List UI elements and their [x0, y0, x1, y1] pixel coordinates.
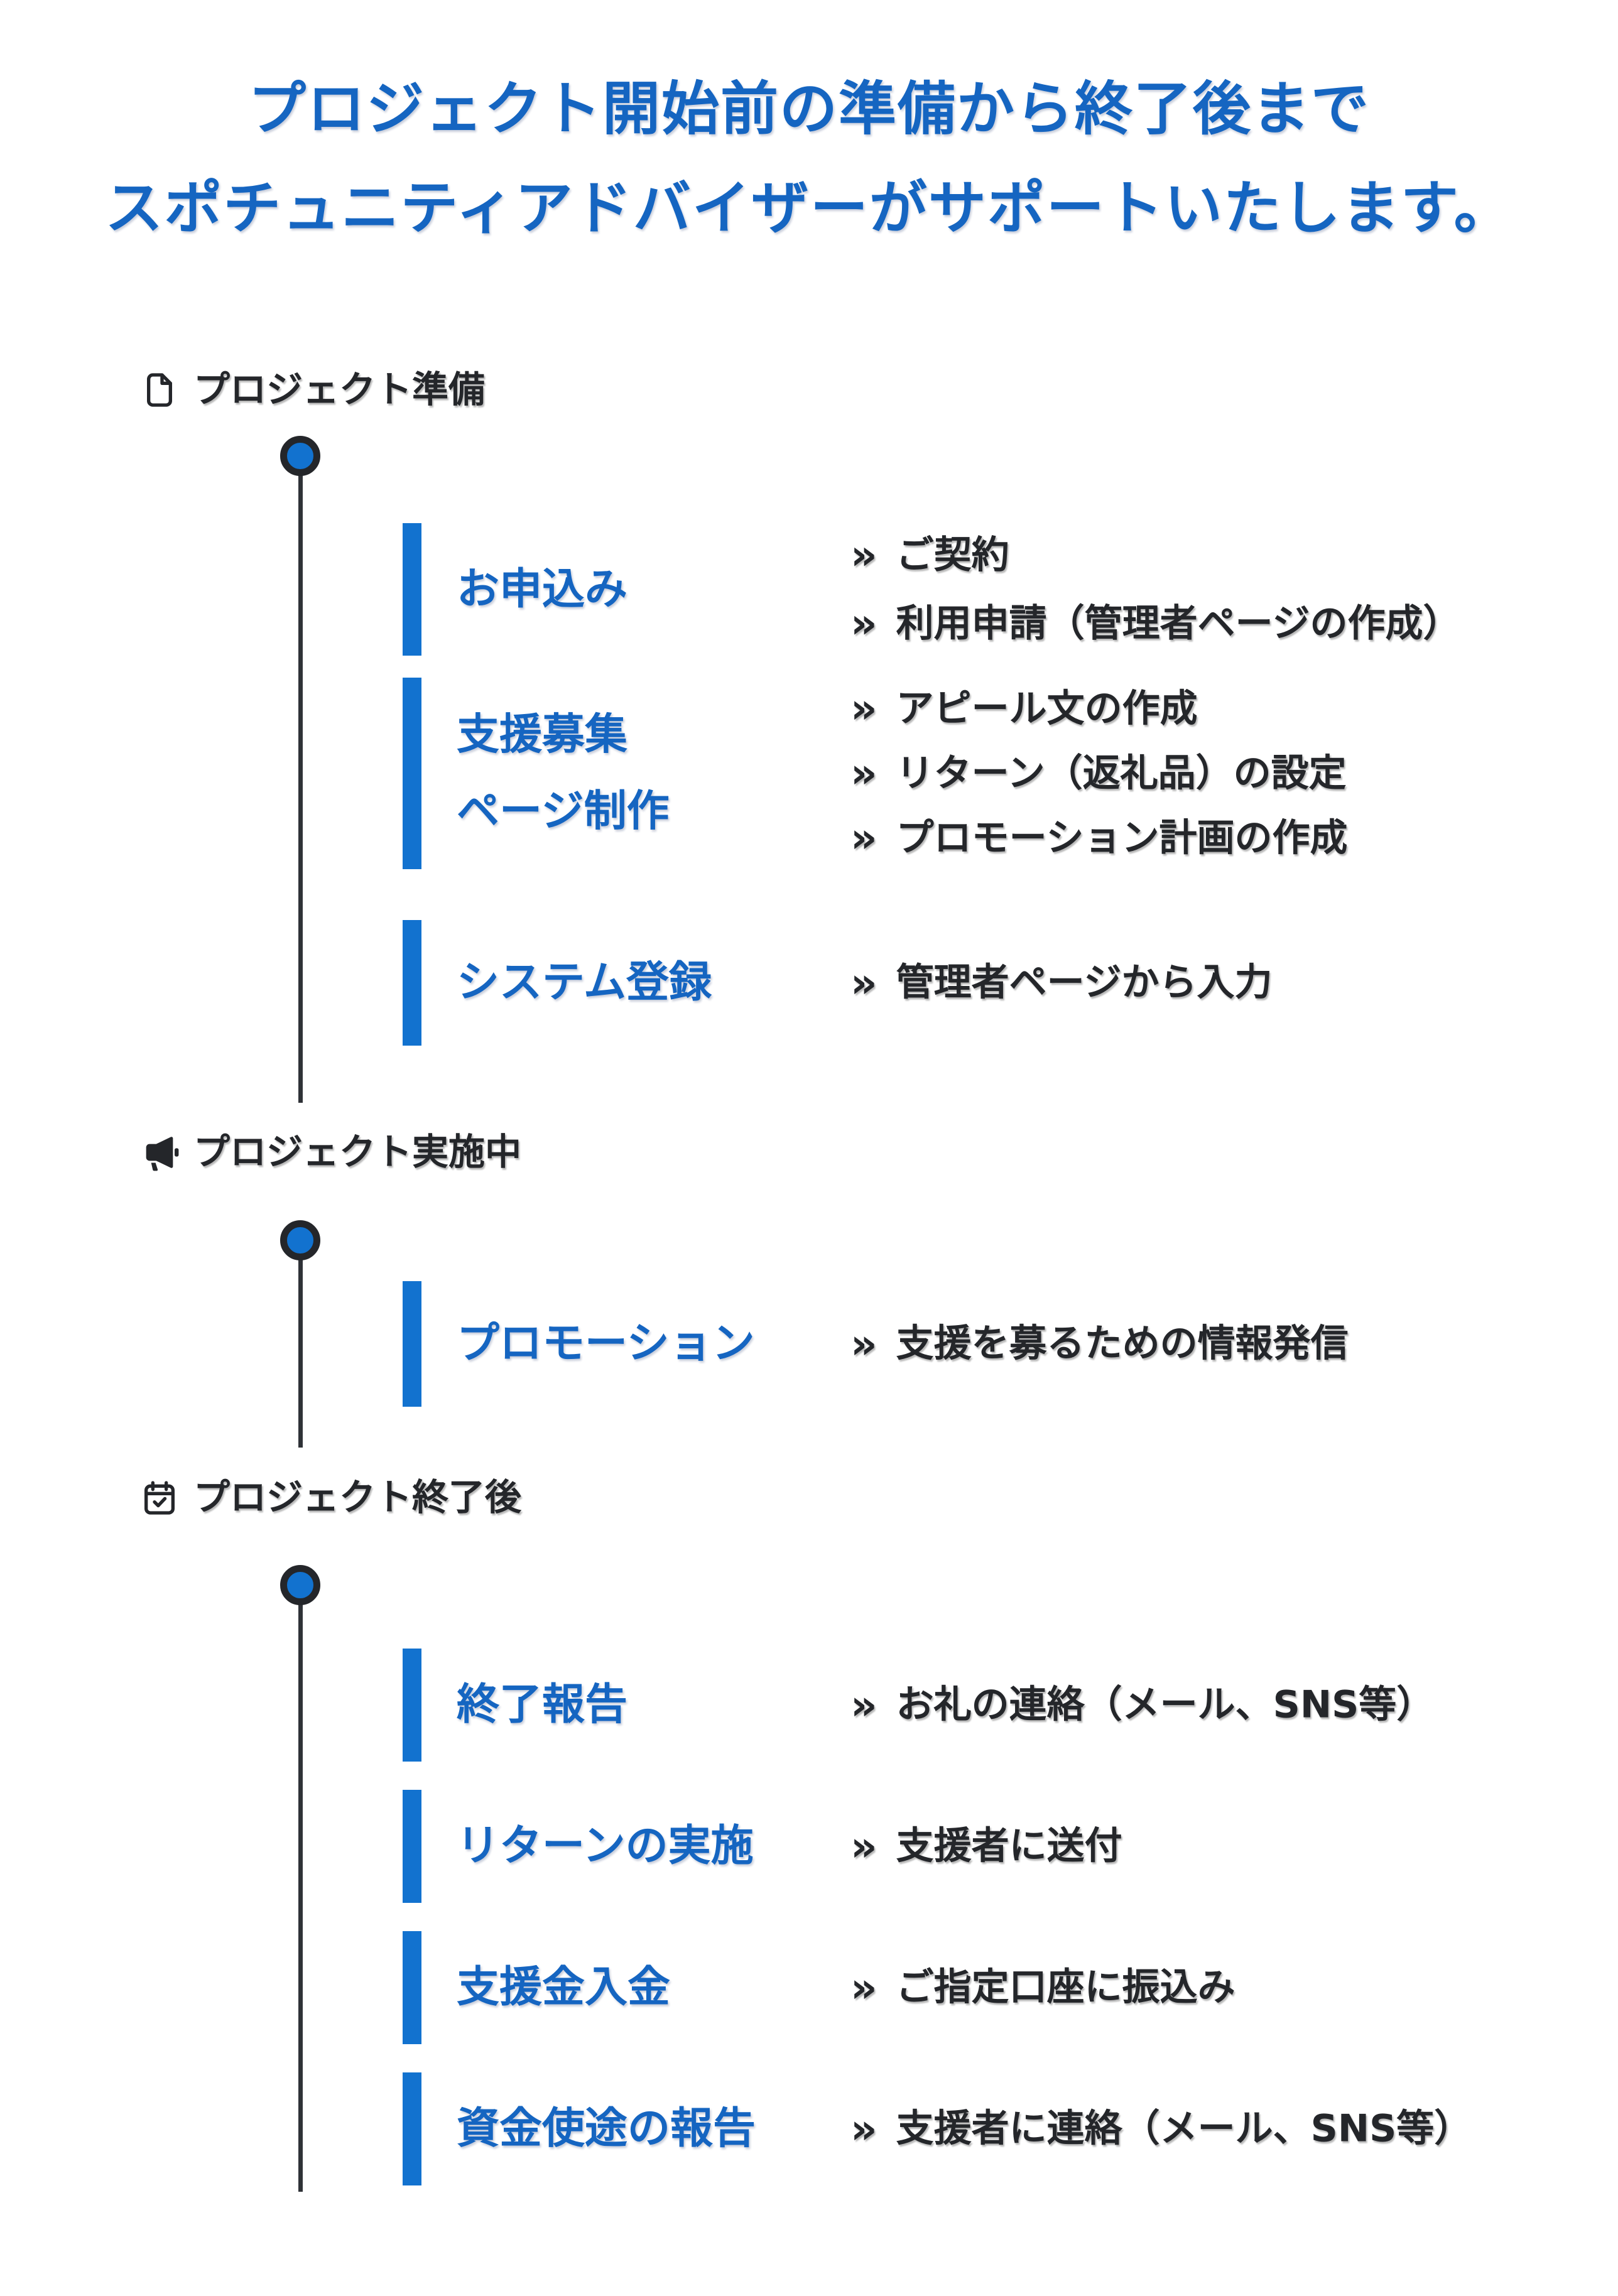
- step-label: お申込み: [457, 551, 627, 627]
- step-detail: » アピール文の作成: [850, 687, 1347, 730]
- step-detail: » 支援を募るための情報発信: [850, 1319, 1349, 1368]
- step-detail-text: 支援者に送付: [896, 1824, 1122, 1868]
- step-detail: » ご指定口座に振込み: [850, 1966, 1235, 2010]
- step-detail-text: プロモーション計画の作成: [896, 816, 1348, 860]
- step-row-system-registration: システム登録 » 管理者ページから入力: [0, 920, 1618, 1046]
- step-label-line: 支援募集: [457, 710, 628, 760]
- step-detail-text: 支援を募るための情報発信: [896, 1321, 1349, 1366]
- section-header-after: プロジェクト終了後: [139, 1476, 521, 1520]
- timeline-node-in-progress: [280, 1220, 320, 1260]
- section-header-in-progress: プロジェクト実施中: [139, 1130, 521, 1174]
- timeline-line-segment-2: [298, 1240, 303, 1448]
- step-label-line: お申込み: [457, 564, 628, 614]
- step-details: » 支援者に送付: [850, 1822, 1122, 1870]
- step-details: » ご指定口座に振込み: [850, 1966, 1235, 2010]
- chevron-icon: »: [850, 531, 877, 579]
- step-row-promotion: プロモーション » 支援を募るための情報発信: [0, 1281, 1618, 1407]
- step-details: » アピール文の作成 » リターン（返礼品）の設定 » プロモーション計画の作成: [850, 687, 1347, 860]
- step-accent-bar: [403, 920, 421, 1046]
- step-label: プロモーション: [457, 1306, 755, 1382]
- step-accent-bar: [403, 1931, 421, 2044]
- step-row-page-creation: 支援募集 ページ制作 » アピール文の作成 » リターン（返礼品）の設定 » プ…: [0, 678, 1618, 869]
- megaphone-icon: [139, 1132, 180, 1172]
- calendar-check-icon: [139, 1478, 180, 1518]
- chevron-icon: »: [850, 1681, 877, 1729]
- step-label: 終了報告: [457, 1667, 627, 1743]
- step-label: 支援募集 ページ制作: [457, 696, 670, 850]
- step-detail: » プロモーション計画の作成: [850, 816, 1347, 860]
- step-label-line: 資金使途の報告: [457, 2103, 756, 2153]
- step-row-application: お申込み » ご契約 » 利用申請（管理者ページの作成）: [0, 523, 1618, 656]
- step-detail-text: アピール文の作成: [896, 686, 1198, 730]
- step-label-line: 終了報告: [457, 1679, 628, 1730]
- step-detail-text: ご指定口座に振込み: [896, 1965, 1235, 2010]
- step-accent-bar: [403, 678, 421, 869]
- step-label-line: プロモーション: [457, 1318, 755, 1368]
- step-label-line: ページ制作: [457, 786, 670, 837]
- step-detail: » 利用申請（管理者ページの作成）: [850, 602, 1460, 646]
- step-detail: » 管理者ページから入力: [850, 961, 1272, 1005]
- step-label-line: システム登録: [457, 957, 712, 1007]
- step-detail-text: 管理者ページから入力: [896, 960, 1273, 1005]
- section-label-after: プロジェクト終了後: [193, 1476, 522, 1519]
- step-label: 支援金入金: [457, 1949, 670, 2026]
- step-detail-text: 支援者に連絡（メール、SNS等）: [896, 2106, 1472, 2151]
- step-label: リターンの実施: [457, 1808, 754, 1885]
- page-title: プロジェクト開始前の準備から終了後まで スポチュニティアドバイザーがサポートいた…: [0, 80, 1618, 237]
- step-detail: » ご契約: [850, 531, 1460, 579]
- step-row-fund-usage-report: 資金使途の報告 » 支援者に連絡（メール、SNS等）: [0, 2072, 1618, 2185]
- step-accent-bar: [403, 2072, 421, 2185]
- timeline-node-preparation: [280, 436, 320, 476]
- timeline-line-segment-3: [298, 1585, 303, 2192]
- step-row-final-report: 終了報告 » お礼の連絡（メール、SNS等）: [0, 1649, 1618, 1762]
- chevron-icon: »: [850, 1963, 877, 2012]
- step-details: » ご契約 » 利用申請（管理者ページの作成）: [850, 531, 1460, 646]
- step-detail-text: お礼の連絡（メール、SNS等）: [896, 1682, 1435, 1727]
- step-detail-text: ご契約: [896, 533, 1009, 577]
- page-title-line2: スポチュニティアドバイザーがサポートいたします。: [105, 175, 1513, 242]
- step-label: システム登録: [457, 945, 712, 1021]
- timeline-node-after: [280, 1565, 320, 1605]
- chevron-icon: »: [850, 958, 877, 1007]
- step-accent-bar: [403, 1649, 421, 1762]
- chevron-icon: »: [850, 599, 877, 647]
- step-detail: » 支援者に送付: [850, 1822, 1122, 1870]
- step-row-funds-deposit: 支援金入金 » ご指定口座に振込み: [0, 1931, 1618, 2044]
- step-accent-bar: [403, 523, 421, 656]
- document-icon: [139, 370, 180, 410]
- step-details: » 支援者に連絡（メール、SNS等）: [850, 2104, 1472, 2153]
- chevron-icon: »: [850, 1319, 877, 1368]
- step-detail-text: 利用申請（管理者ページの作成）: [896, 601, 1461, 646]
- step-details: » お礼の連絡（メール、SNS等）: [850, 1681, 1435, 1729]
- chevron-icon: »: [850, 684, 877, 733]
- chevron-icon: »: [850, 749, 877, 798]
- step-detail-text: リターン（返礼品）の設定: [896, 751, 1347, 795]
- timeline-line-segment-1: [298, 456, 303, 1103]
- step-accent-bar: [403, 1281, 421, 1407]
- step-detail: » 支援者に連絡（メール、SNS等）: [850, 2104, 1472, 2153]
- step-detail: » リターン（返礼品）の設定: [850, 752, 1347, 795]
- step-detail: » お礼の連絡（メール、SNS等）: [850, 1681, 1435, 1729]
- page-title-line1: プロジェクト開始前の準備から終了後まで: [247, 75, 1370, 143]
- step-details: » 管理者ページから入力: [850, 961, 1272, 1005]
- section-header-preparation: プロジェクト準備: [139, 368, 485, 412]
- step-label-line: 支援金入金: [457, 1962, 671, 2012]
- step-accent-bar: [403, 1790, 421, 1903]
- step-label: 資金使途の報告: [457, 2091, 756, 2167]
- step-row-return-fulfillment: リターンの実施 » 支援者に送付: [0, 1790, 1618, 1903]
- chevron-icon: »: [850, 2104, 877, 2153]
- step-label-line: リターンの実施: [457, 1821, 754, 1871]
- chevron-icon: »: [850, 1822, 877, 1870]
- section-label-in-progress: プロジェクト実施中: [193, 1130, 522, 1173]
- chevron-icon: »: [850, 813, 877, 862]
- section-label-preparation: プロジェクト準備: [193, 368, 486, 411]
- step-details: » 支援を募るための情報発信: [850, 1319, 1349, 1368]
